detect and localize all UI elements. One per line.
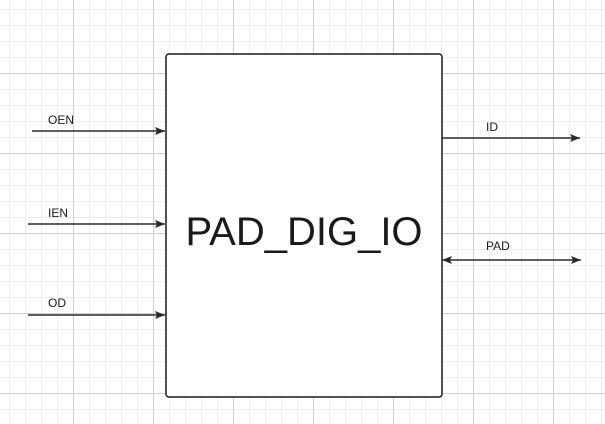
od-label: OD bbox=[48, 296, 66, 310]
oen-label: OEN bbox=[48, 113, 74, 127]
ien-label: IEN bbox=[48, 206, 68, 220]
pad-label: PAD bbox=[486, 239, 510, 253]
id-label: ID bbox=[486, 120, 498, 134]
block-title: PAD_DIG_IO bbox=[185, 210, 422, 254]
pad-dig-io-block bbox=[165, 53, 443, 398]
